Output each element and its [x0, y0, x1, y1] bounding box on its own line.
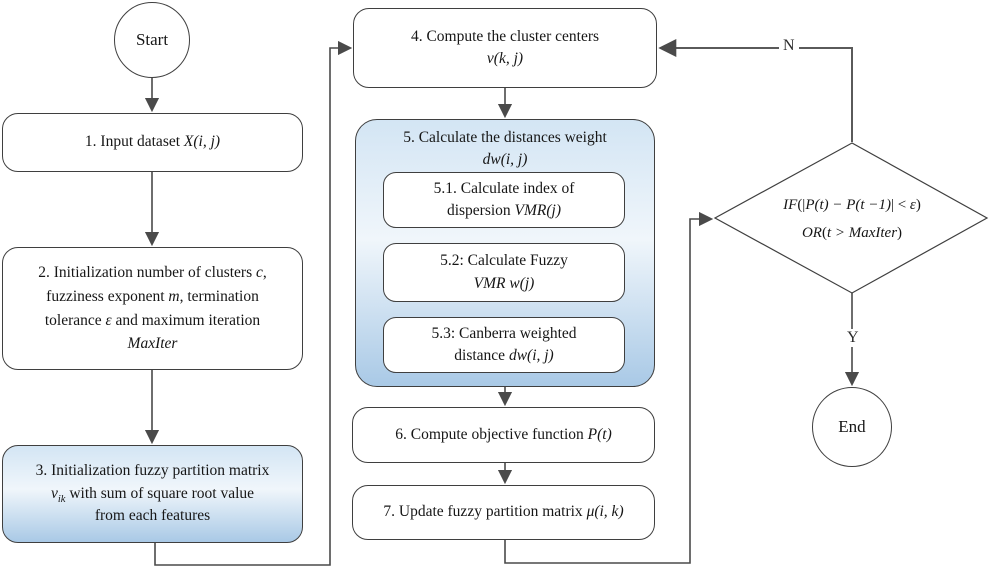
process-box-initialization-parameters: 2. Initialization number of clusters c,f… [2, 247, 303, 370]
start-node: Start [114, 2, 190, 78]
connector-decision-no-to-step4 [658, 39, 853, 142]
edge-label-yes: Y [843, 329, 863, 347]
edge-label-no: N [779, 37, 799, 55]
process-box-objective-function: 6. Compute objective function P(t) [352, 407, 655, 463]
process-box-init-fuzzy-partition-matrix: 3. Initialization fuzzy partition matrix… [2, 445, 303, 543]
end-node: End [812, 387, 892, 467]
decision-diamond-text: IF(|P(t) − P(t −1)| < ε)OR(t > MaxIter) [783, 197, 921, 241]
process-box-input-dataset: 1. Input dataset X(i, j) [2, 113, 303, 172]
process-box-update-fuzzy-partition-matrix: 7. Update fuzzy partition matrix μ(i, k) [352, 485, 655, 540]
